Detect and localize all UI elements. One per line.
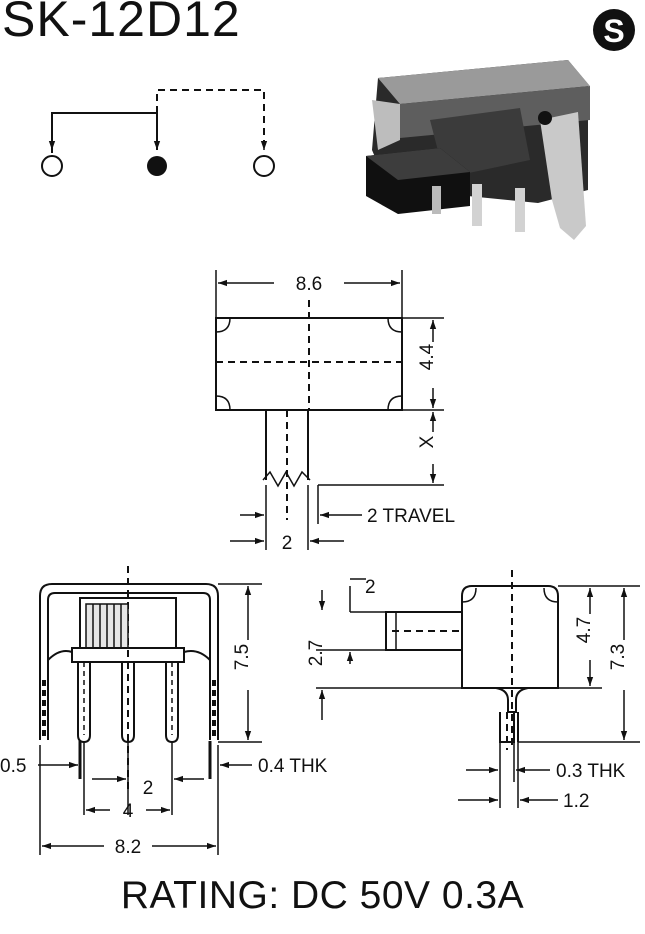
pitch-label: 2: [143, 778, 154, 799]
switch-photo: [366, 60, 590, 240]
logo-letter: S: [603, 13, 624, 49]
front-height-label: 7.5: [232, 644, 253, 670]
brand-logo: S: [593, 9, 635, 51]
side-actuator: [385, 611, 463, 651]
top-width-label: 8.6: [296, 274, 322, 295]
front-view: 7.5 0.5 0.4 THK 2 4 8.2: [0, 566, 328, 858]
front-base: [71, 647, 185, 663]
travel-label: 2 TRAVEL: [367, 506, 455, 527]
stem-x-label: X: [417, 435, 438, 448]
side-view: 2 2.7 4.7 7.3 0.3 THK 1.2: [306, 570, 640, 812]
pin-span-label: 4: [123, 801, 134, 822]
top-height-label: 4.4: [417, 343, 438, 370]
total-height-label: 7.3: [608, 644, 629, 670]
rating-text: RATING: DC 50V 0.3A: [120, 874, 525, 917]
terminal-open-right: [253, 155, 275, 177]
terminal-open-left: [41, 155, 63, 177]
body-height-label: 4.7: [574, 617, 595, 643]
stem-width-label: 2: [282, 533, 293, 554]
top-view: 8.6 4.4 X 2 TRAVEL 2: [215, 270, 455, 554]
terminal-common: [147, 156, 167, 176]
front-width-label: 8.2: [115, 837, 141, 858]
side-thickness-label: 0.3 THK: [556, 761, 626, 782]
pin-width-label: 1.2: [563, 791, 589, 812]
actuator-label: 2: [365, 577, 376, 598]
model-title: SK-12D12: [2, 0, 241, 47]
switch-schematic: [41, 89, 275, 177]
actuator-height-label: 2.7: [306, 640, 327, 666]
pin-offset-label: 0.5: [0, 756, 26, 777]
front-thickness-label: 0.4 THK: [258, 756, 328, 777]
